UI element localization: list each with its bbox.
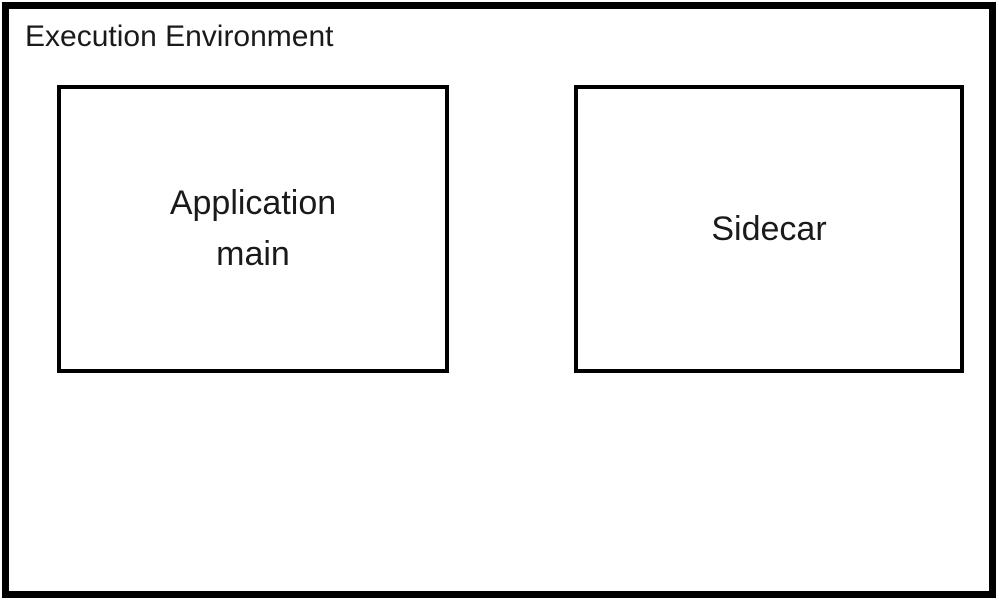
sidecar-label: Sidecar [711,209,827,248]
execution-environment-label: Execution Environment [25,20,334,53]
application-main-label: Application main [169,184,337,273]
application-main-box: Application main [57,85,449,373]
sidecar-box: Sidecar [574,85,964,373]
